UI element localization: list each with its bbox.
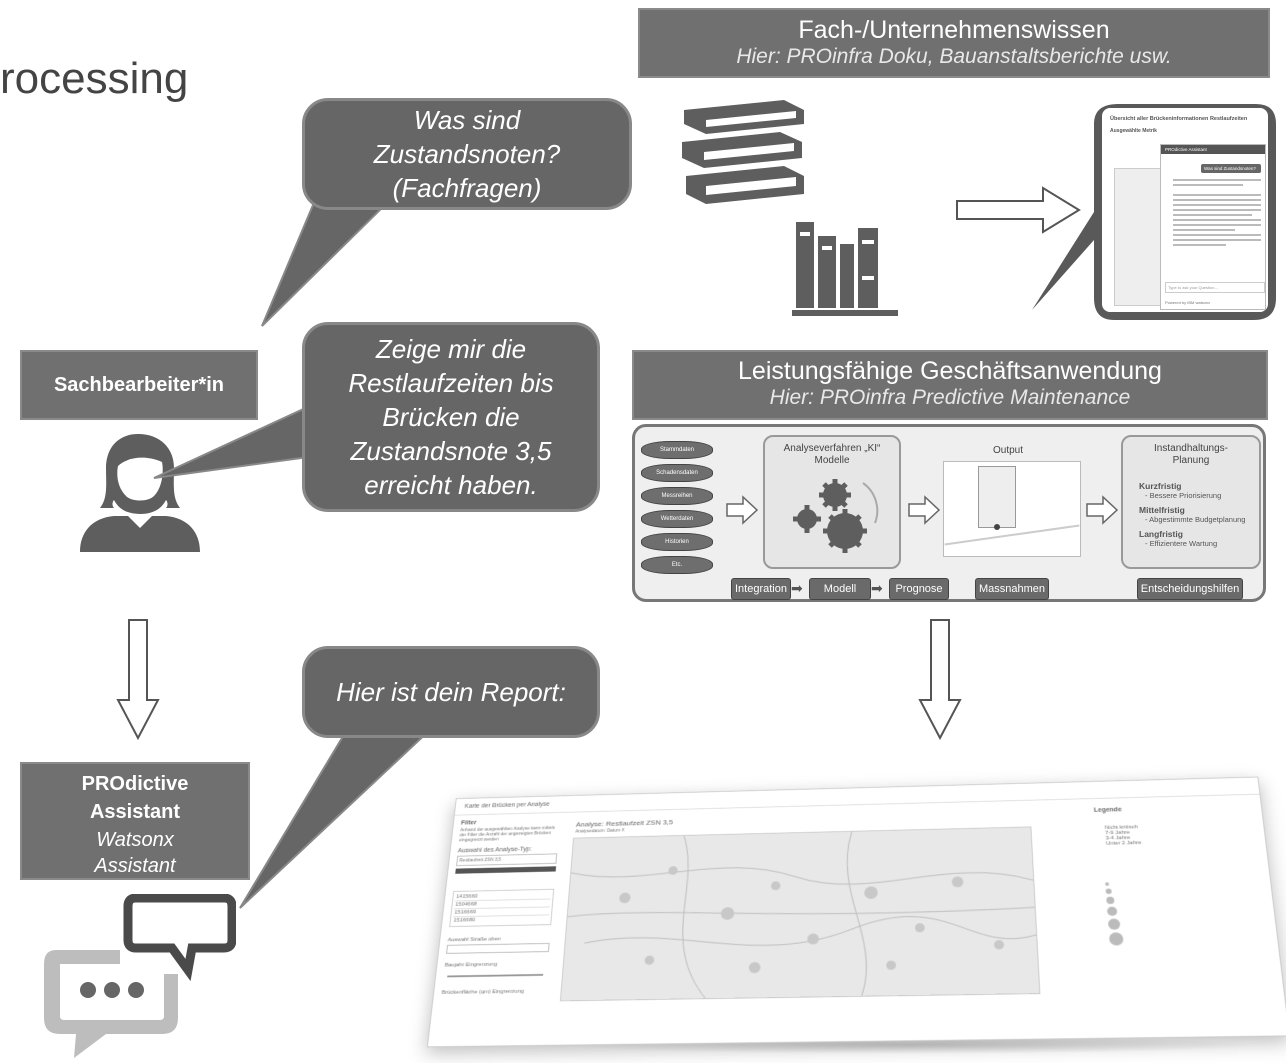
db-stammdaten: Stammdaten — [641, 441, 713, 459]
chat-popup: PROdictive Assistant Was sind Zustandsno… — [1160, 144, 1266, 310]
step-arrow-1-icon: ➡ — [791, 578, 803, 598]
arrow-down-right-icon — [918, 618, 962, 740]
step-massnahmen: Massnahmen — [975, 578, 1049, 600]
db-wetterdaten: Wetterdaten — [641, 510, 713, 528]
report-map-subtitle: Analysedatum: Datum X — [575, 828, 625, 834]
report-map[interactable] — [560, 826, 1041, 1001]
chat-answer-lines — [1173, 179, 1261, 246]
db-historien: Historien — [641, 533, 713, 551]
planning-term-short: Kurzfristig — [1139, 481, 1259, 491]
chat-bubbles-icon — [36, 894, 236, 1062]
bubble-question-2: Zeige mir die Restlaufzeiten bis Brücken… — [302, 322, 600, 512]
report-bridge-3[interactable]: 1516680 — [452, 915, 549, 924]
arrow-down-left-icon — [116, 618, 160, 740]
assistant-product-line2: Assistant — [22, 852, 248, 880]
application-title: Leistungsfähige Geschäftsanwendung — [634, 358, 1266, 386]
application-box: Leistungsfähige Geschäftsanwendung Hier:… — [632, 350, 1268, 420]
pipeline-arrow-2-icon — [907, 495, 941, 525]
knowledge-title: Fach-/Unternehmenswissen — [640, 17, 1268, 45]
bubble-question-1-text: Was sind Zustandsnoten? (Fachfragen) — [335, 103, 599, 205]
output-thumbnail — [943, 461, 1081, 557]
step-entscheidungshilfen: Entscheidungshilfen — [1137, 578, 1243, 600]
report-road-label: Auswahl Straße oben — [447, 936, 550, 943]
chat-screenshot: Übersicht aller Brückeninformationen Res… — [1102, 108, 1268, 312]
step-modell: Modell — [809, 578, 871, 600]
report-screenshot: Karte der Brücken per Analyse Filter Anh… — [427, 777, 1286, 1048]
report-legend-title: Legende — [1094, 804, 1250, 814]
report-apply-bar[interactable] — [455, 866, 556, 873]
report-filter-panel: Filter Anhand der ausgewählten Analyse k… — [436, 818, 560, 1039]
analysis-title: Analyseverfahren „KI“ Modelle — [765, 437, 899, 467]
assistant-name-line2: Assistant — [22, 798, 248, 826]
knowledge-subtitle: Hier: PROinfra Doku, Bauanstaltsberichte… — [640, 45, 1268, 68]
report-area-label: Brückenfläche (qm) Eingrenzung — [441, 989, 545, 996]
bubble-question-1: Was sind Zustandsnoten? (Fachfragen) — [302, 98, 632, 210]
analysis-box: Analyseverfahren „KI“ Modelle — [763, 435, 901, 569]
report-map-lines — [561, 827, 1039, 1000]
chat-metric-label: Ausgewählte Metrik — [1102, 124, 1268, 138]
assistant-box: PROdictive Assistant Watsonx Assistant — [20, 762, 250, 880]
output-title: Output — [993, 445, 1023, 456]
report-bridge-list: 1415660 1504668 1516669 1516680 — [449, 889, 554, 927]
chat-popup-title: PROdictive Assistant — [1161, 145, 1265, 154]
chat-user-message: Was sind Zustandsnoten? — [1201, 164, 1261, 173]
chat-input[interactable]: Type to ask your Question... — [1165, 282, 1265, 293]
bubble3-tail — [236, 726, 436, 912]
bubble1-tail — [256, 196, 396, 330]
pipeline-arrow-1-icon — [725, 495, 759, 525]
knowledge-box: Fach-/Unternehmenswissen Hier: PROinfra … — [638, 8, 1270, 78]
report-analysis-type-select[interactable]: Restlaufzeit ZSN 3,5 — [456, 853, 557, 866]
chat-map-thumb — [1114, 168, 1166, 306]
bubble2-tail — [150, 402, 320, 482]
step-integration: Integration — [731, 578, 791, 600]
chat-footer: Powered by IBM watsonx — [1165, 300, 1210, 305]
user-role-label: Sachbearbeiter*in — [54, 374, 224, 396]
page-heading: rocessing — [0, 54, 188, 104]
db-schadensdaten: Schadensdaten — [641, 464, 713, 482]
assistant-product-line1: Watsonx — [22, 826, 248, 854]
planning-desc-mid: - Abgestimmte Budgetplanung — [1139, 515, 1259, 525]
bubble-question-2-text: Zeige mir die Restlaufzeiten bis Brücken… — [327, 332, 575, 502]
chat-screen-title: Übersicht aller Brückeninformationen Res… — [1102, 108, 1268, 124]
database-stack: Stammdaten Schadensdaten Messreihen Wett… — [641, 441, 713, 574]
planning-box: Instandhaltungs-Planung Kurzfristig - Be… — [1121, 435, 1261, 569]
planning-term-long: Langfristig — [1139, 529, 1259, 539]
report-road-select[interactable] — [446, 943, 550, 954]
report-map-title: Analyse: Restlaufzeit ZSN 3,5 — [576, 818, 674, 828]
books-stack-icon — [676, 96, 808, 210]
bubble-answer: Hier ist dein Report: — [302, 646, 600, 738]
report-legend: Legende Nicht kritisch 7-9 Jahre 3-4 Jah… — [1094, 804, 1266, 949]
pipeline-diagram: Stammdaten Schadensdaten Messreihen Wett… — [632, 424, 1266, 602]
gears-icon — [789, 473, 879, 557]
step-prognose: Prognose — [889, 578, 949, 600]
report-year-slider[interactable] — [447, 974, 543, 977]
planning-desc-short: - Bessere Priorisierung — [1139, 491, 1259, 501]
assistant-name-line1: PROdictive — [22, 770, 248, 798]
pipeline-arrow-3-icon — [1085, 495, 1119, 525]
planning-term-mid: Mittelfristig — [1139, 505, 1259, 515]
report-legend-circles — [1099, 879, 1265, 946]
db-etc: Etc. — [641, 556, 713, 574]
application-subtitle: Hier: PROinfra Predictive Maintenance — [634, 386, 1266, 409]
planning-title: Instandhaltungs-Planung — [1123, 437, 1259, 467]
report-year-label: Baujahr Eingrenzung — [444, 961, 548, 968]
db-messreihen: Messreihen — [641, 487, 713, 505]
step-arrow-2-icon: ➡ — [871, 578, 883, 598]
planning-desc-long: - Effizientere Wartung — [1139, 539, 1259, 549]
report-filter-note: Anhand der ausgewählten Analyse kann mit… — [459, 825, 560, 843]
bubble-answer-text: Hier ist dein Report: — [336, 675, 566, 709]
binders-icon — [792, 218, 898, 318]
